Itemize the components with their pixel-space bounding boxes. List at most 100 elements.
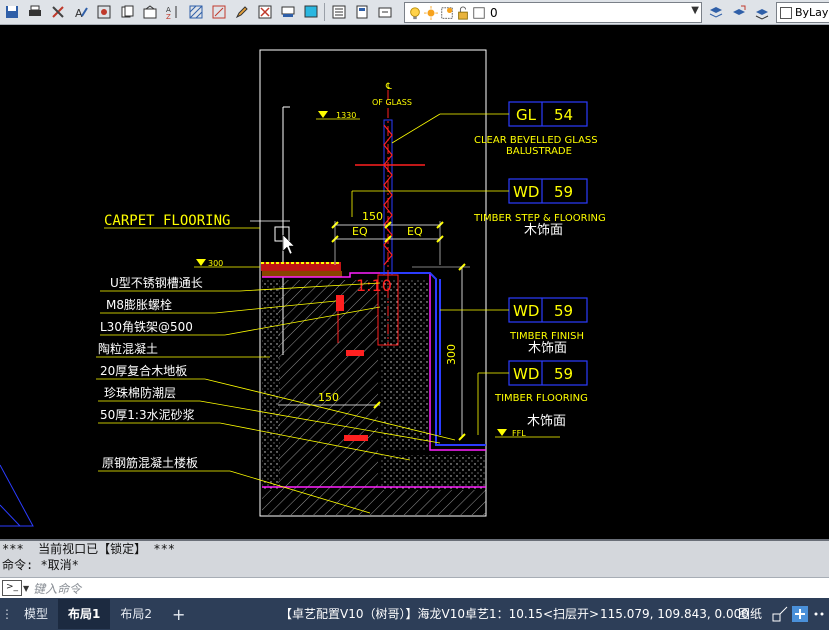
layer-prev-icon[interactable] xyxy=(375,2,395,22)
tag-wd59-1-num: 59 xyxy=(554,183,573,201)
viewport-frame[interactable] xyxy=(259,49,487,517)
hatch-icon[interactable] xyxy=(186,2,206,22)
menu-icon[interactable]: ⋮ xyxy=(1,607,13,621)
tag-wd59-3-desc2: 木饰面 xyxy=(527,414,566,429)
layer-dropdown[interactable]: 0 ▼ xyxy=(404,2,702,23)
tag-wd59-1: WD 59 TIMBER STEP & FLOORING 木饰面 xyxy=(351,178,606,238)
edit-icon[interactable] xyxy=(232,2,252,22)
layer-tools xyxy=(704,2,773,22)
layer-states-icon[interactable] xyxy=(352,2,372,22)
dim-150-mid: 150 xyxy=(318,391,339,404)
display-icon[interactable] xyxy=(301,2,321,22)
level-300: 300 xyxy=(208,259,223,268)
tab-layout1[interactable]: 布局1 xyxy=(58,599,111,629)
angle-bracket xyxy=(346,350,364,356)
dim-eq-2: EQ xyxy=(407,225,423,238)
dim-eq-1: EQ xyxy=(352,225,368,238)
anchor-bolt xyxy=(336,295,344,311)
layer-manager-icon[interactable] xyxy=(255,2,275,22)
carpet-underlay xyxy=(262,271,342,277)
block-icon[interactable] xyxy=(140,2,160,22)
concrete-hatch xyxy=(278,280,378,490)
tag-wd59-2: WD 59 TIMBER FINISH 木饰面 xyxy=(440,297,588,356)
dim-300-vert: 300 xyxy=(445,344,458,365)
command-input[interactable]: 键入命令 xyxy=(33,581,82,596)
leader-6b xyxy=(199,400,441,444)
timber-finish xyxy=(380,272,486,446)
leader-5b xyxy=(204,378,456,441)
tools-icon[interactable] xyxy=(48,2,68,22)
cad-drawing[interactable]: 1:10 ℄ OF GLASS 1330 300 FFL 150 EQ EQ 3… xyxy=(0,25,829,539)
leader-3b xyxy=(224,306,381,336)
label-m8-bolt: M8膨胀螺栓 xyxy=(106,297,172,312)
level-1330: 1330 xyxy=(336,111,356,120)
tag-wd59-2-code: WD xyxy=(513,302,539,320)
tab-layout2[interactable]: 布局2 xyxy=(120,607,153,621)
command-input-bar[interactable]: >_ ▼ 键入命令 xyxy=(0,577,829,599)
label-cement-mortar: 50厚1:3水泥砂浆 xyxy=(100,407,195,422)
svg-text:A: A xyxy=(75,7,83,20)
tag-wd59-1-desc1: TIMBER STEP & FLOORING xyxy=(473,213,606,224)
tag-wd59-1-desc2: 木饰面 xyxy=(524,223,563,238)
status-message: 【卓艺配置V10（树哥）】海龙V10卓艺1：10.15<扫层开> xyxy=(280,607,600,621)
drawing-canvas[interactable]: 1:10 ℄ OF GLASS 1330 300 FFL 150 EQ EQ 3… xyxy=(0,25,829,539)
label-rc-slab: 原钢筋混凝土楼板 xyxy=(102,455,198,470)
label-ceramsite: 陶粒混凝土 xyxy=(98,341,158,356)
quick-view-icon[interactable] xyxy=(772,606,788,622)
break-icon[interactable] xyxy=(209,2,229,22)
command-history: *** 当前视口已【锁定】 *** 命令: *取消* xyxy=(0,539,829,579)
print-icon[interactable] xyxy=(25,2,45,22)
replace-icon[interactable] xyxy=(94,2,114,22)
sun-icon[interactable] xyxy=(424,5,438,20)
lightbulb-icon[interactable] xyxy=(408,6,422,20)
tab-model[interactable]: 模型 xyxy=(24,607,49,621)
command-history-line-1: *** 当前视口已【锁定】 *** xyxy=(2,542,176,556)
paper-space-toggle[interactable]: 图纸 xyxy=(738,607,763,621)
ceramsite-step xyxy=(380,280,430,450)
layer-match-icon[interactable] xyxy=(729,2,749,22)
carpet-flooring-label: CARPET FLOORING xyxy=(104,213,230,229)
color-dropdown[interactable]: ByLay xyxy=(776,2,829,23)
add-tab-button[interactable]: + xyxy=(172,604,186,624)
leader-7b xyxy=(219,422,411,461)
lock-icon[interactable] xyxy=(456,6,470,20)
pickbox-cursor xyxy=(274,226,290,242)
chevron-down-icon[interactable]: ▼ xyxy=(691,5,699,16)
coordinates-readout: 115.079, 109.843, 0.000 xyxy=(600,607,749,621)
level-marker-300 xyxy=(196,259,206,266)
svg-text:A: A xyxy=(166,6,171,14)
tag-gl54-desc1: CLEAR BEVELLED GLASS xyxy=(474,135,598,146)
viewport-freeze-icon[interactable] xyxy=(440,6,454,20)
tag-gl54-num: 54 xyxy=(554,106,573,124)
toolbar-separator xyxy=(324,3,325,21)
snap-dot-icon[interactable] xyxy=(812,606,828,622)
arrow-cursor-icon xyxy=(282,234,295,255)
chevron-down-icon[interactable]: ▼ xyxy=(23,583,30,593)
list-icon[interactable] xyxy=(329,2,349,22)
copy-icon[interactable] xyxy=(117,2,137,22)
text-style-icon[interactable]: A xyxy=(71,2,91,22)
section-mark: 1:10 xyxy=(356,276,392,295)
tag-gl54-desc2: BALUSTRADE xyxy=(506,146,572,157)
make-current-icon[interactable] xyxy=(706,2,726,22)
layer-iso-icon[interactable] xyxy=(752,2,772,22)
tag-gl54-code: GL xyxy=(516,106,537,124)
label-moisture-barrier: 珍珠棉防潮层 xyxy=(104,385,176,400)
layer-name: 0 xyxy=(490,5,498,20)
dim-150-top: 150 xyxy=(362,210,383,223)
ceramsite-floor xyxy=(380,455,486,490)
leader-8b xyxy=(229,470,371,514)
tag-wd59-3-code: WD xyxy=(513,365,539,383)
save-icon[interactable] xyxy=(2,2,22,22)
dim-150-mid-tick xyxy=(373,401,381,409)
ceramsite-left xyxy=(262,280,280,490)
match-icon[interactable] xyxy=(278,2,298,22)
label-u-channel: U型不锈钢槽通长 xyxy=(110,276,203,290)
of-glass-label: OF GLASS xyxy=(372,98,412,107)
command-prompt-icon[interactable]: >_ xyxy=(2,580,22,596)
structural-slab xyxy=(262,490,486,515)
grid-snap-icon[interactable] xyxy=(792,606,808,622)
label-angle-bracket: L30角铁架@500 xyxy=(100,320,193,334)
